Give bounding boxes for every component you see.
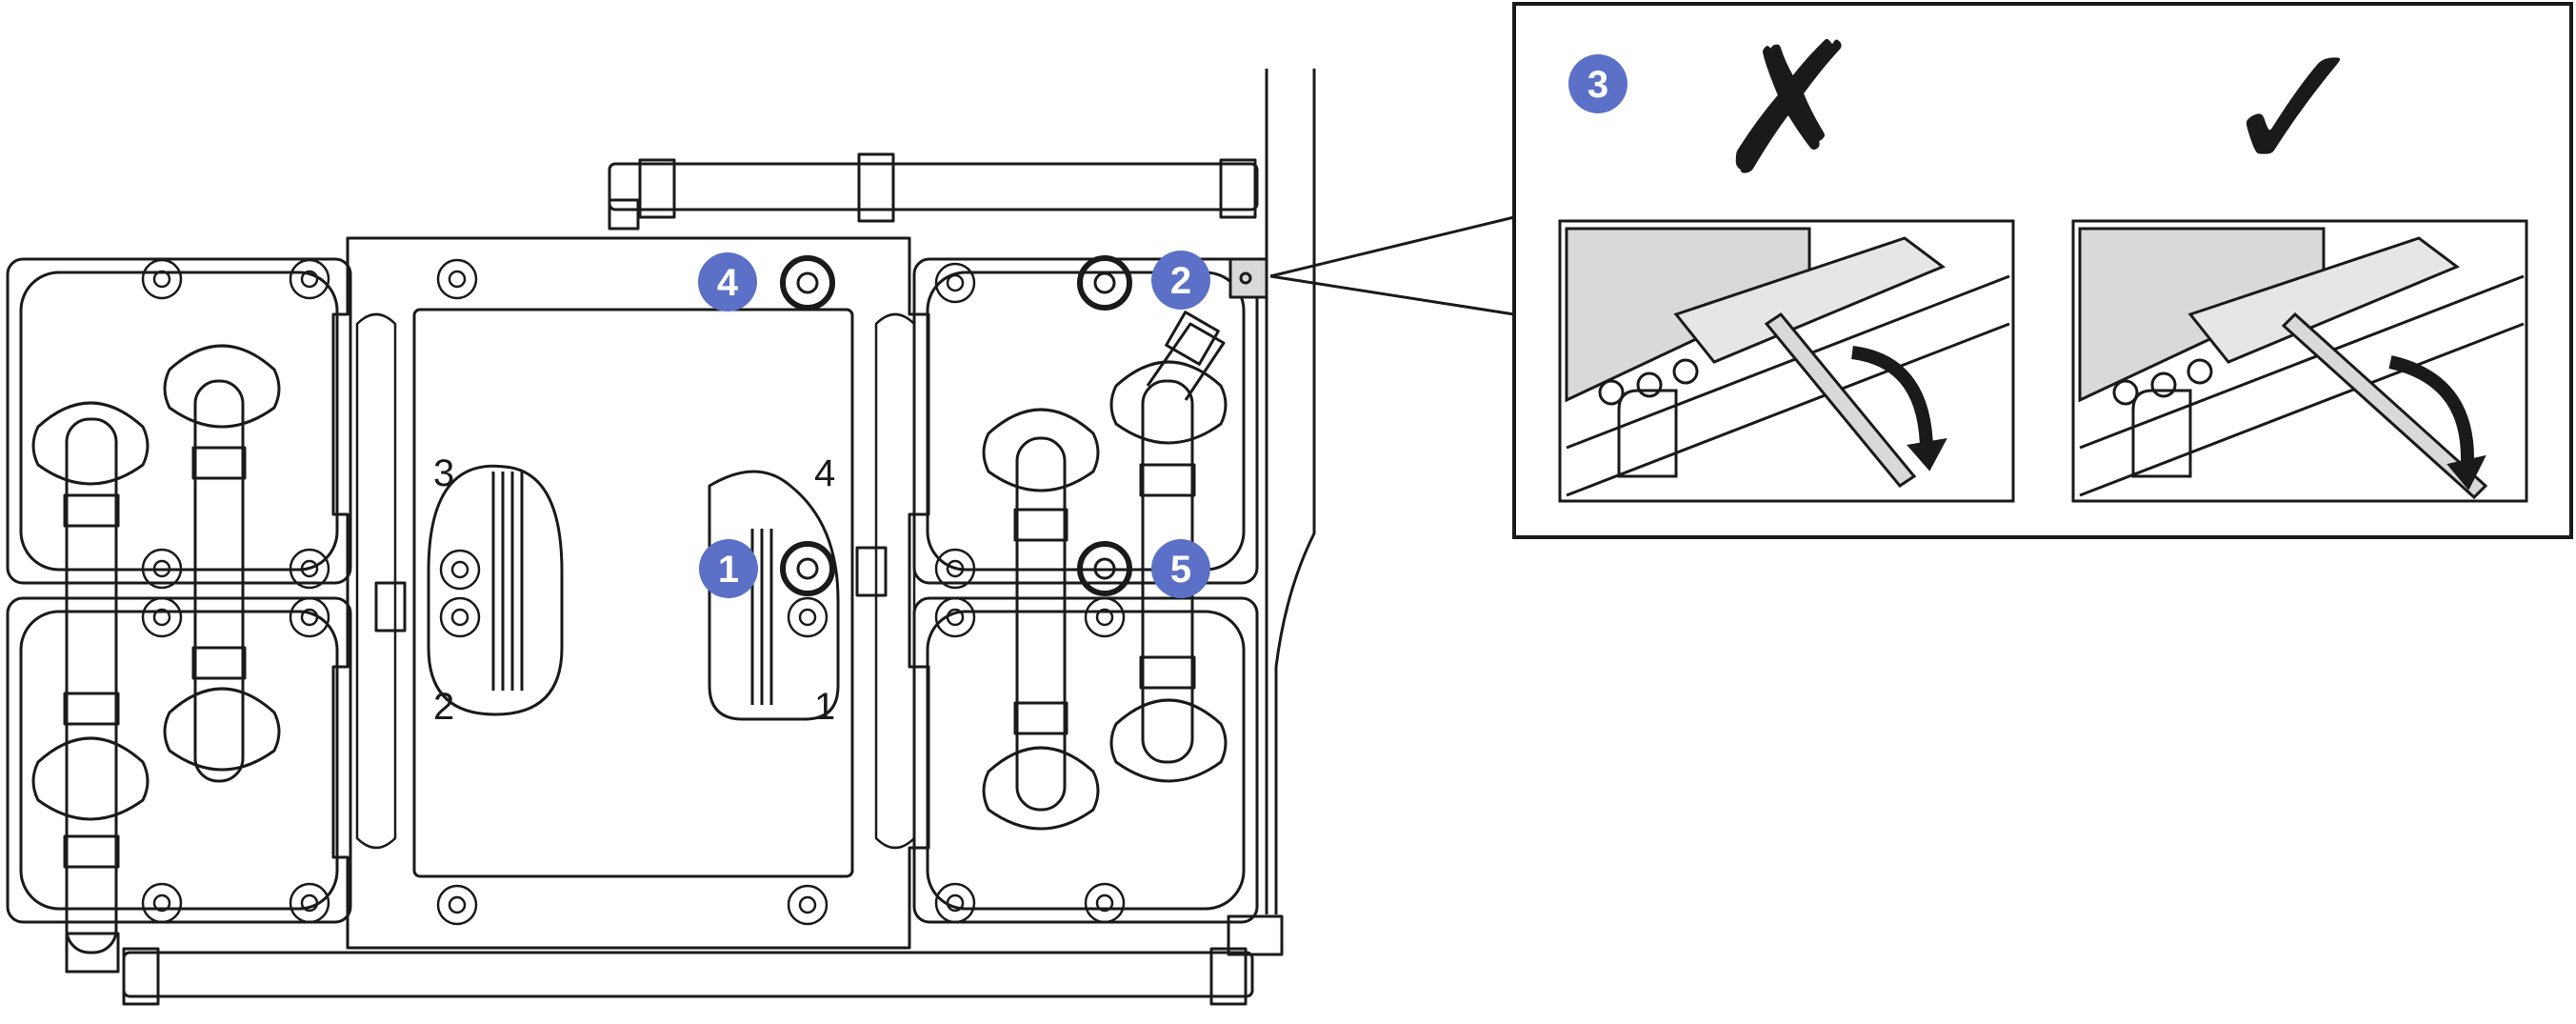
right-module xyxy=(912,257,1259,924)
leader-lines xyxy=(1269,215,1515,316)
callout-1: 1 xyxy=(699,539,758,598)
svg-text:5: 5 xyxy=(1170,549,1191,591)
callout-2: 2 xyxy=(1151,251,1210,310)
manifold-pipes xyxy=(65,69,1316,1006)
svg-text:1: 1 xyxy=(718,549,739,591)
correct-mark-icon: ✓ xyxy=(2219,9,2370,211)
socket-label-1: 1 xyxy=(814,686,835,728)
svg-text:3: 3 xyxy=(1588,64,1608,106)
torx-screws xyxy=(780,255,1132,596)
callout-4: 4 xyxy=(698,252,757,311)
callout-3: 3 xyxy=(1568,54,1627,113)
inset-panel: ✗ ✓ xyxy=(1512,2,2573,539)
screws xyxy=(141,258,1126,926)
socket-label-4: 4 xyxy=(814,452,835,494)
socket-labels: 3 2 4 1 xyxy=(433,452,835,728)
release-handle xyxy=(1228,257,1268,299)
callouts: 1 2 3 4 5 xyxy=(698,54,1627,598)
socket-label-3: 3 xyxy=(433,452,454,494)
cold-plate xyxy=(331,236,930,950)
callout-5: 5 xyxy=(1151,539,1210,598)
wrong-example xyxy=(1558,219,2015,503)
wrong-mark-icon: ✗ xyxy=(1714,9,1866,211)
socket-label-2: 2 xyxy=(433,686,454,728)
svg-text:2: 2 xyxy=(1170,260,1191,302)
correct-example xyxy=(2071,219,2528,503)
left-module xyxy=(6,257,352,954)
svg-text:4: 4 xyxy=(717,262,739,304)
